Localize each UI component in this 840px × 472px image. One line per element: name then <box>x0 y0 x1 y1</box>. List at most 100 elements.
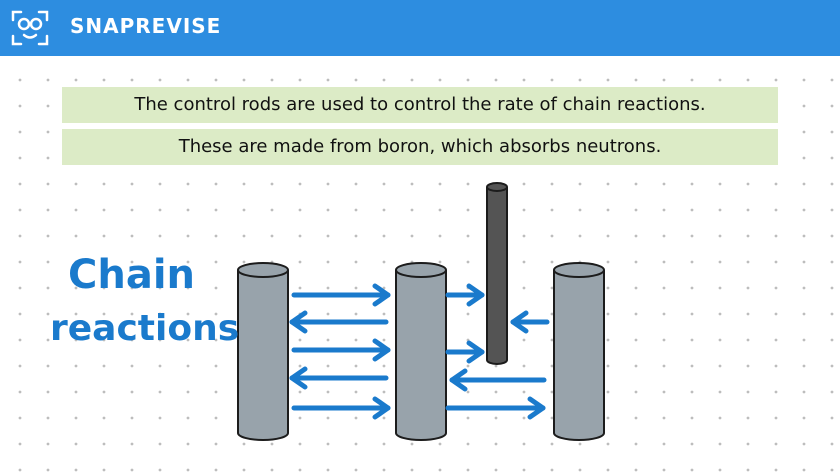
grid-dot <box>158 208 162 212</box>
grid-dot <box>746 442 750 446</box>
grid-dot <box>522 364 526 368</box>
grid-dot <box>102 390 106 394</box>
grid-dot <box>802 208 806 212</box>
grid-dot <box>74 442 78 446</box>
neutron-arrow <box>449 368 547 392</box>
brand-name: SNAPREVISE <box>70 14 222 38</box>
grid-dot <box>186 364 190 368</box>
grid-dot <box>130 208 134 212</box>
fuel-rod <box>237 262 289 441</box>
grid-dot <box>158 416 162 420</box>
grid-dot <box>214 442 218 446</box>
grid-dot <box>578 234 582 238</box>
neutron-arrow <box>289 310 389 334</box>
grid-dot <box>550 390 554 394</box>
grid-dot <box>802 390 806 394</box>
grid-dot <box>326 390 330 394</box>
grid-dot <box>46 364 50 368</box>
grid-dot <box>270 208 274 212</box>
grid-dot <box>466 234 470 238</box>
grid-dot <box>746 260 750 264</box>
grid-dot <box>802 156 806 160</box>
grid-dot <box>774 468 778 472</box>
grid-dot <box>298 208 302 212</box>
grid-dot <box>102 78 106 82</box>
grid-dot <box>438 78 442 82</box>
grid-dot <box>746 416 750 420</box>
grid-dot <box>158 312 162 316</box>
grid-dot <box>606 338 610 342</box>
grid-dot <box>606 208 610 212</box>
neutron-arrows <box>289 283 550 420</box>
grid-dot <box>690 416 694 420</box>
grid-dot <box>270 234 274 238</box>
neutron-arrow <box>291 283 391 307</box>
grid-dot <box>382 416 386 420</box>
grid-dot <box>522 416 526 420</box>
grid-dot <box>46 234 50 238</box>
grid-dot <box>634 286 638 290</box>
grid-dot <box>46 260 50 264</box>
grid-dot <box>522 468 526 472</box>
grid-dot <box>774 416 778 420</box>
grid-dot <box>326 260 330 264</box>
grid-dot <box>746 338 750 342</box>
grid-dot <box>830 260 834 264</box>
grid-dot <box>718 416 722 420</box>
grid-dot <box>354 416 358 420</box>
grid-dot <box>466 78 470 82</box>
grid-dot <box>74 338 78 342</box>
grid-dot <box>634 416 638 420</box>
grid-dot <box>494 78 498 82</box>
grid-dot <box>74 390 78 394</box>
grid-dot <box>102 338 106 342</box>
grid-dot <box>326 312 330 316</box>
grid-dot <box>634 468 638 472</box>
grid-dot <box>186 442 190 446</box>
grid-dot <box>74 468 78 472</box>
grid-dot <box>522 260 526 264</box>
grid-dot <box>46 130 50 134</box>
grid-dot <box>242 442 246 446</box>
grid-dot <box>410 182 414 186</box>
grid-dot <box>46 468 50 472</box>
grid-dot <box>662 442 666 446</box>
grid-dot <box>830 104 834 108</box>
grid-dot <box>746 364 750 368</box>
grid-dot <box>662 208 666 212</box>
grid-dot <box>662 468 666 472</box>
grid-dot <box>18 416 22 420</box>
grid-dot <box>186 416 190 420</box>
grid-dot <box>550 338 554 342</box>
grid-dot <box>298 338 302 342</box>
grid-dot <box>550 208 554 212</box>
grid-dot <box>634 182 638 186</box>
grid-dot <box>382 312 386 316</box>
grid-dot <box>522 234 526 238</box>
grid-dot <box>718 442 722 446</box>
grid-dot <box>158 286 162 290</box>
grid-dot <box>438 468 442 472</box>
grid-dot <box>18 130 22 134</box>
grid-dot <box>718 468 722 472</box>
grid-dot <box>550 260 554 264</box>
grid-dot <box>298 78 302 82</box>
grid-dot <box>802 130 806 134</box>
grid-dot <box>242 468 246 472</box>
grid-dot <box>606 182 610 186</box>
grid-dot <box>662 78 666 82</box>
grid-dot <box>130 234 134 238</box>
grid-dot <box>466 208 470 212</box>
grid-dot <box>606 312 610 316</box>
grid-dot <box>606 364 610 368</box>
grid-dot <box>718 390 722 394</box>
grid-dot <box>130 312 134 316</box>
grid-dot <box>326 286 330 290</box>
grid-dot <box>746 286 750 290</box>
grid-dot <box>550 364 554 368</box>
grid-dot <box>466 468 470 472</box>
grid-dot <box>214 468 218 472</box>
grid-dot <box>830 156 834 160</box>
grid-dot <box>830 390 834 394</box>
grid-dot <box>326 416 330 420</box>
